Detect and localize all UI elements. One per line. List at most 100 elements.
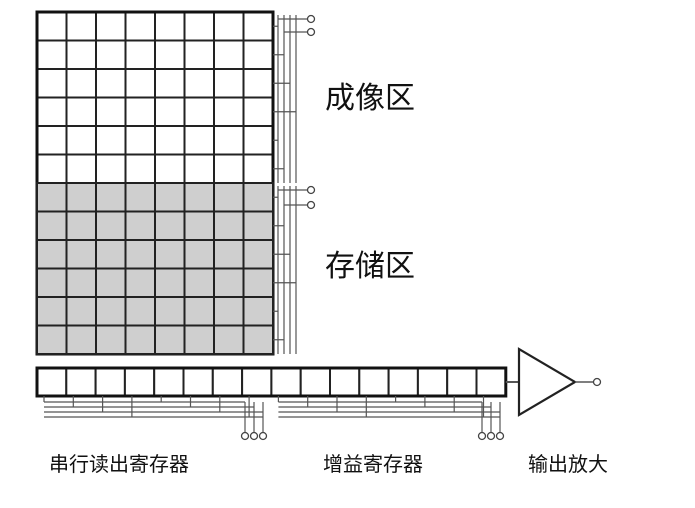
serial-register-cell bbox=[153, 367, 185, 397]
serial-register-cell bbox=[36, 367, 68, 397]
register-terminal bbox=[249, 431, 259, 441]
clock-terminal bbox=[306, 185, 316, 195]
storage-pixel bbox=[124, 210, 156, 241]
gain-register-cell bbox=[475, 367, 507, 397]
storage-area-label: 存储区 bbox=[325, 249, 415, 284]
imaging-pixel bbox=[242, 153, 274, 184]
storage-pixel bbox=[183, 210, 215, 241]
imaging-pixel bbox=[36, 11, 68, 42]
storage-pixel bbox=[65, 296, 97, 327]
storage-pixel bbox=[36, 182, 68, 213]
serial-register bbox=[35, 366, 508, 398]
storage-pixel bbox=[124, 239, 156, 270]
gain-register-label: 增益寄存器 bbox=[323, 452, 423, 476]
imaging-pixel bbox=[65, 96, 97, 127]
imaging-pixel bbox=[124, 68, 156, 99]
register-terminal bbox=[258, 431, 268, 441]
imaging-pixel bbox=[95, 11, 127, 42]
imaging-pixel bbox=[242, 68, 274, 99]
imaging-pixel bbox=[242, 125, 274, 156]
storage-pixel bbox=[213, 267, 245, 298]
imaging-pixel bbox=[65, 39, 97, 70]
imaging-pixel bbox=[65, 68, 97, 99]
amplifier-triangle bbox=[517, 347, 578, 417]
storage-pixel bbox=[65, 210, 97, 241]
imaging-pixel bbox=[95, 153, 127, 184]
imaging-pixel bbox=[154, 39, 186, 70]
serial-register-cell bbox=[65, 367, 97, 397]
imaging-pixel bbox=[95, 68, 127, 99]
gain-register-cell bbox=[416, 367, 449, 397]
right-clock-wiring bbox=[273, 14, 316, 354]
imaging-pixel bbox=[124, 39, 156, 70]
storage-pixel bbox=[154, 267, 186, 298]
imaging-pixel bbox=[213, 125, 245, 156]
clock-terminal bbox=[306, 14, 316, 24]
imaging-pixel bbox=[124, 96, 156, 127]
register-terminal bbox=[495, 431, 505, 441]
imaging-pixel bbox=[213, 39, 245, 70]
imaging-pixel bbox=[95, 96, 127, 127]
storage-pixel bbox=[242, 267, 274, 298]
bottom-clock-wiring bbox=[43, 396, 505, 441]
imaging-pixel bbox=[36, 153, 68, 184]
storage-pixel bbox=[65, 267, 97, 298]
storage-pixel bbox=[124, 324, 156, 355]
storage-pixel bbox=[65, 324, 97, 355]
storage-pixel bbox=[95, 210, 127, 241]
storage-pixel bbox=[36, 324, 68, 355]
imaging-area-label: 成像区 bbox=[325, 81, 415, 116]
storage-pixel bbox=[183, 267, 215, 298]
storage-pixel bbox=[183, 324, 215, 355]
gain-register-cell bbox=[387, 367, 419, 397]
storage-pixel bbox=[95, 239, 127, 270]
amplifier-output-terminal bbox=[592, 377, 602, 387]
storage-pixel bbox=[124, 296, 156, 327]
storage-pixel bbox=[95, 182, 127, 213]
imaging-pixel bbox=[154, 96, 186, 127]
gain-register-cell bbox=[358, 367, 390, 397]
serial-register-cell bbox=[123, 367, 156, 397]
imaging-pixel bbox=[154, 125, 186, 156]
storage-pixel bbox=[242, 210, 274, 241]
storage-pixel bbox=[213, 182, 245, 213]
imaging-pixel bbox=[183, 11, 215, 42]
imaging-pixel bbox=[124, 11, 156, 42]
storage-pixel bbox=[213, 296, 245, 327]
storage-pixel bbox=[95, 267, 127, 298]
imaging-pixel bbox=[95, 125, 127, 156]
imaging-pixel bbox=[213, 96, 245, 127]
gain-register-cell bbox=[270, 367, 302, 397]
imaging-pixel bbox=[154, 68, 186, 99]
storage-pixel bbox=[154, 182, 186, 213]
imaging-pixel bbox=[124, 153, 156, 184]
imaging-pixel bbox=[95, 39, 127, 70]
register-terminal bbox=[477, 431, 487, 441]
storage-pixel bbox=[124, 182, 156, 213]
storage-pixel bbox=[242, 324, 274, 355]
storage-area bbox=[36, 182, 274, 355]
storage-pixel bbox=[213, 324, 245, 355]
serial-register-label: 串行读出寄存器 bbox=[49, 452, 189, 476]
clock-terminal bbox=[306, 27, 316, 37]
imaging-pixel bbox=[154, 153, 186, 184]
serial-register-cell bbox=[182, 367, 214, 397]
imaging-pixel bbox=[242, 11, 274, 42]
imaging-pixel bbox=[242, 39, 274, 70]
storage-pixel bbox=[213, 210, 245, 241]
imaging-pixel bbox=[36, 68, 68, 99]
imaging-pixel bbox=[242, 96, 274, 127]
storage-pixel bbox=[154, 210, 186, 241]
storage-pixel bbox=[36, 210, 68, 241]
storage-pixel bbox=[183, 239, 215, 270]
storage-pixel bbox=[65, 182, 97, 213]
register-terminal bbox=[486, 431, 496, 441]
imaging-pixel bbox=[183, 68, 215, 99]
imaging-pixel bbox=[183, 125, 215, 156]
storage-pixel bbox=[95, 296, 127, 327]
storage-pixel bbox=[183, 182, 215, 213]
storage-pixel bbox=[65, 239, 97, 270]
storage-pixel bbox=[154, 324, 186, 355]
imaging-pixel bbox=[183, 96, 215, 127]
